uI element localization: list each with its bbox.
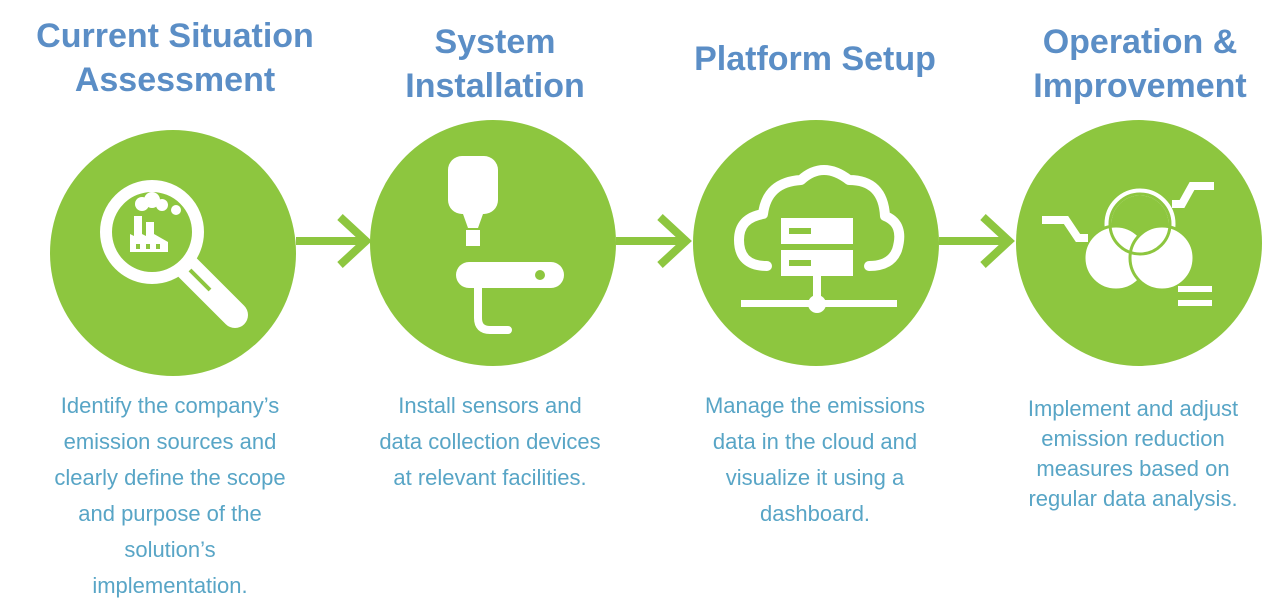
arrow-1-icon [296,214,372,268]
step-2-circle [370,120,616,366]
venn-analysis-icon [1042,182,1214,306]
step-3-title: Platform Setup [694,40,936,78]
step-1-title: Current Situation Assessment [36,17,314,99]
step-2-description: Install sensors and data collection devi… [379,393,601,490]
step-4-circle [1016,120,1262,366]
cloud-server-icon [734,165,905,313]
step-1-description: Identify the company’s emission sources … [54,393,286,598]
sensor-device-icon [448,156,564,334]
factory-magnifier-icon [100,180,248,328]
step-4-title: Operation & Improvement [1033,23,1247,105]
step-1-circle [50,130,296,376]
step-2-title: System Installation [405,23,585,105]
step-4-description: Implement and adjust emission reduction … [1027,396,1239,511]
arrow-3-icon [939,214,1015,268]
step-3-description: Manage the emissions data in the cloud a… [704,393,926,526]
step-3-circle [693,120,939,366]
arrow-2-icon [616,214,692,268]
